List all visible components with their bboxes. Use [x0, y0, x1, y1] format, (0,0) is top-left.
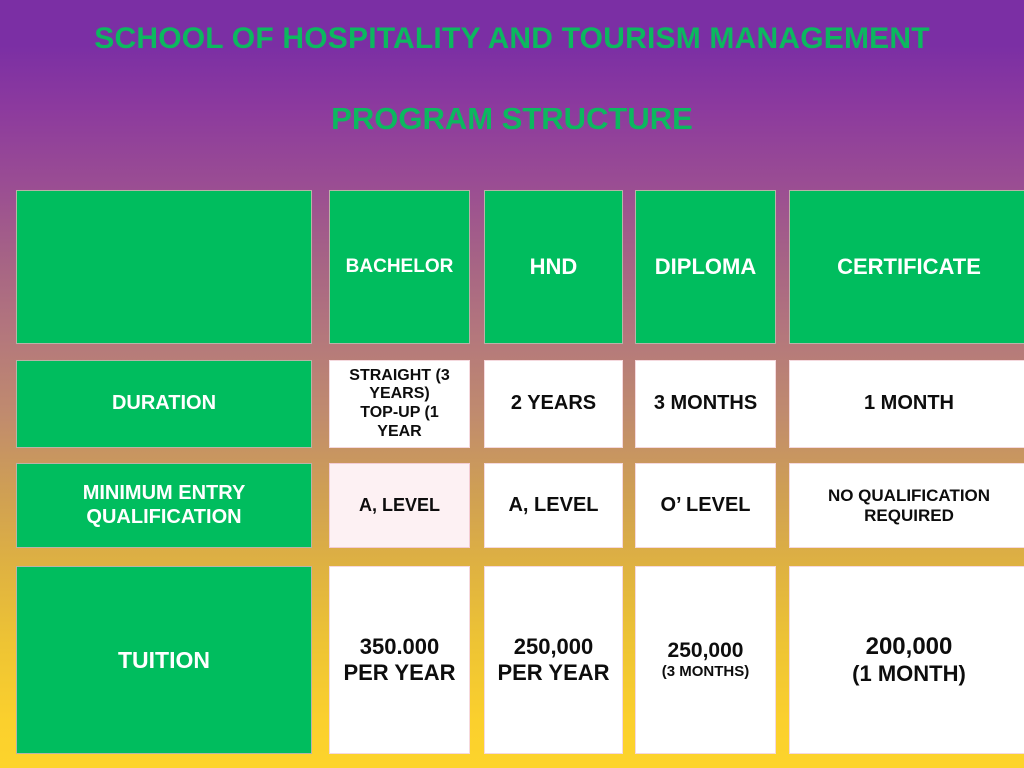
cell-tuition-bachelor-group: 350.000 PER YEAR	[336, 634, 463, 685]
cell-duration-bachelor: STRAIGHT (3 YEARS) TOP-UP (1 YEAR	[329, 360, 470, 448]
cell-tuition-diploma-group: 250,000 (3 MONTHS)	[642, 639, 769, 681]
header-cell-certificate: CERTIFICATE	[789, 190, 1024, 344]
table-row-duration: DURATION STRAIGHT (3 YEARS) TOP-UP (1 YE…	[0, 360, 1024, 448]
cell-tuition-hnd-period: PER YEAR	[497, 660, 610, 685]
row-label-duration: DURATION	[16, 360, 312, 448]
cell-entry-hnd-text: A, LEVEL	[508, 493, 599, 516]
cell-entry-bachelor: A, LEVEL	[329, 463, 470, 548]
table-row-minimum-entry: MINIMUM ENTRY QUALIFICATION A, LEVEL A, …	[0, 463, 1024, 548]
row-label-tuition: TUITION	[16, 566, 312, 754]
page-subtitle: PROGRAM STRUCTURE	[331, 100, 693, 136]
row-label-minimum-entry: MINIMUM ENTRY QUALIFICATION	[16, 463, 312, 548]
cell-tuition-certificate: 200,000 (1 MONTH)	[789, 566, 1024, 754]
header-cell-blank	[16, 190, 312, 344]
cell-duration-certificate: 1 MONTH	[789, 360, 1024, 448]
cell-entry-certificate-text: NO QUALIFICATION REQUIRED	[827, 485, 991, 525]
cell-tuition-hnd-amount: 250,000	[513, 634, 594, 660]
cell-tuition-diploma-period: (3 MONTHS)	[661, 663, 750, 681]
cell-tuition-certificate-group: 200,000 (1 MONTH)	[796, 633, 1022, 686]
cell-tuition-bachelor-amount: 350.000	[359, 634, 440, 660]
row-label-tuition-text: TUITION	[118, 646, 210, 673]
cell-tuition-diploma-amount: 250,000	[667, 639, 744, 663]
header-cell-diploma: DIPLOMA	[635, 190, 776, 344]
title-block: SCHOOL OF HOSPITALITY AND TOURISM MANAGE…	[0, 0, 1024, 136]
cell-duration-diploma: 3 MONTHS	[635, 360, 776, 448]
cell-tuition-bachelor-period: PER YEAR	[343, 660, 456, 685]
header-label-diploma: DIPLOMA	[654, 254, 757, 280]
header-label-hnd: HND	[529, 254, 578, 280]
row-label-minimum-entry-text: MINIMUM ENTRY QUALIFICATION	[82, 482, 246, 528]
cell-tuition-diploma: 250,000 (3 MONTHS)	[635, 566, 776, 754]
table-header-row: BACHELOR HND DIPLOMA CERTIFICATE	[0, 190, 1024, 344]
cell-tuition-certificate-amount: 200,000	[865, 633, 953, 661]
table-row-tuition: TUITION 350.000 PER YEAR 250,000 PER YEA…	[0, 566, 1024, 754]
page-title: SCHOOL OF HOSPITALITY AND TOURISM MANAGE…	[94, 22, 930, 55]
cell-entry-diploma: O’ LEVEL	[635, 463, 776, 548]
cell-entry-certificate: NO QUALIFICATION REQUIRED	[789, 463, 1024, 548]
cell-entry-diploma-text: O’ LEVEL	[660, 493, 751, 516]
cell-tuition-hnd: 250,000 PER YEAR	[484, 566, 623, 754]
cell-tuition-bachelor: 350.000 PER YEAR	[329, 566, 470, 754]
cell-duration-hnd: 2 YEARS	[484, 360, 623, 448]
cell-tuition-hnd-group: 250,000 PER YEAR	[491, 634, 616, 685]
program-structure-table: BACHELOR HND DIPLOMA CERTIFICATE DURATIO…	[0, 190, 1024, 754]
cell-duration-hnd-text: 2 YEARS	[510, 392, 597, 415]
header-cell-hnd: HND	[484, 190, 623, 344]
cell-duration-certificate-text: 1 MONTH	[864, 392, 954, 415]
cell-duration-diploma-text: 3 MONTHS	[653, 392, 758, 415]
cell-entry-hnd: A, LEVEL	[484, 463, 623, 548]
cell-tuition-certificate-period: (1 MONTH)	[852, 661, 966, 687]
header-label-bachelor: BACHELOR	[345, 255, 454, 277]
header-cell-bachelor: BACHELOR	[329, 190, 470, 344]
row-label-duration-text: DURATION	[111, 392, 217, 415]
cell-entry-bachelor-text: A, LEVEL	[358, 495, 440, 516]
header-label-certificate: CERTIFICATE	[837, 254, 981, 280]
cell-duration-bachelor-text: STRAIGHT (3 YEARS) TOP-UP (1 YEAR	[349, 366, 450, 440]
